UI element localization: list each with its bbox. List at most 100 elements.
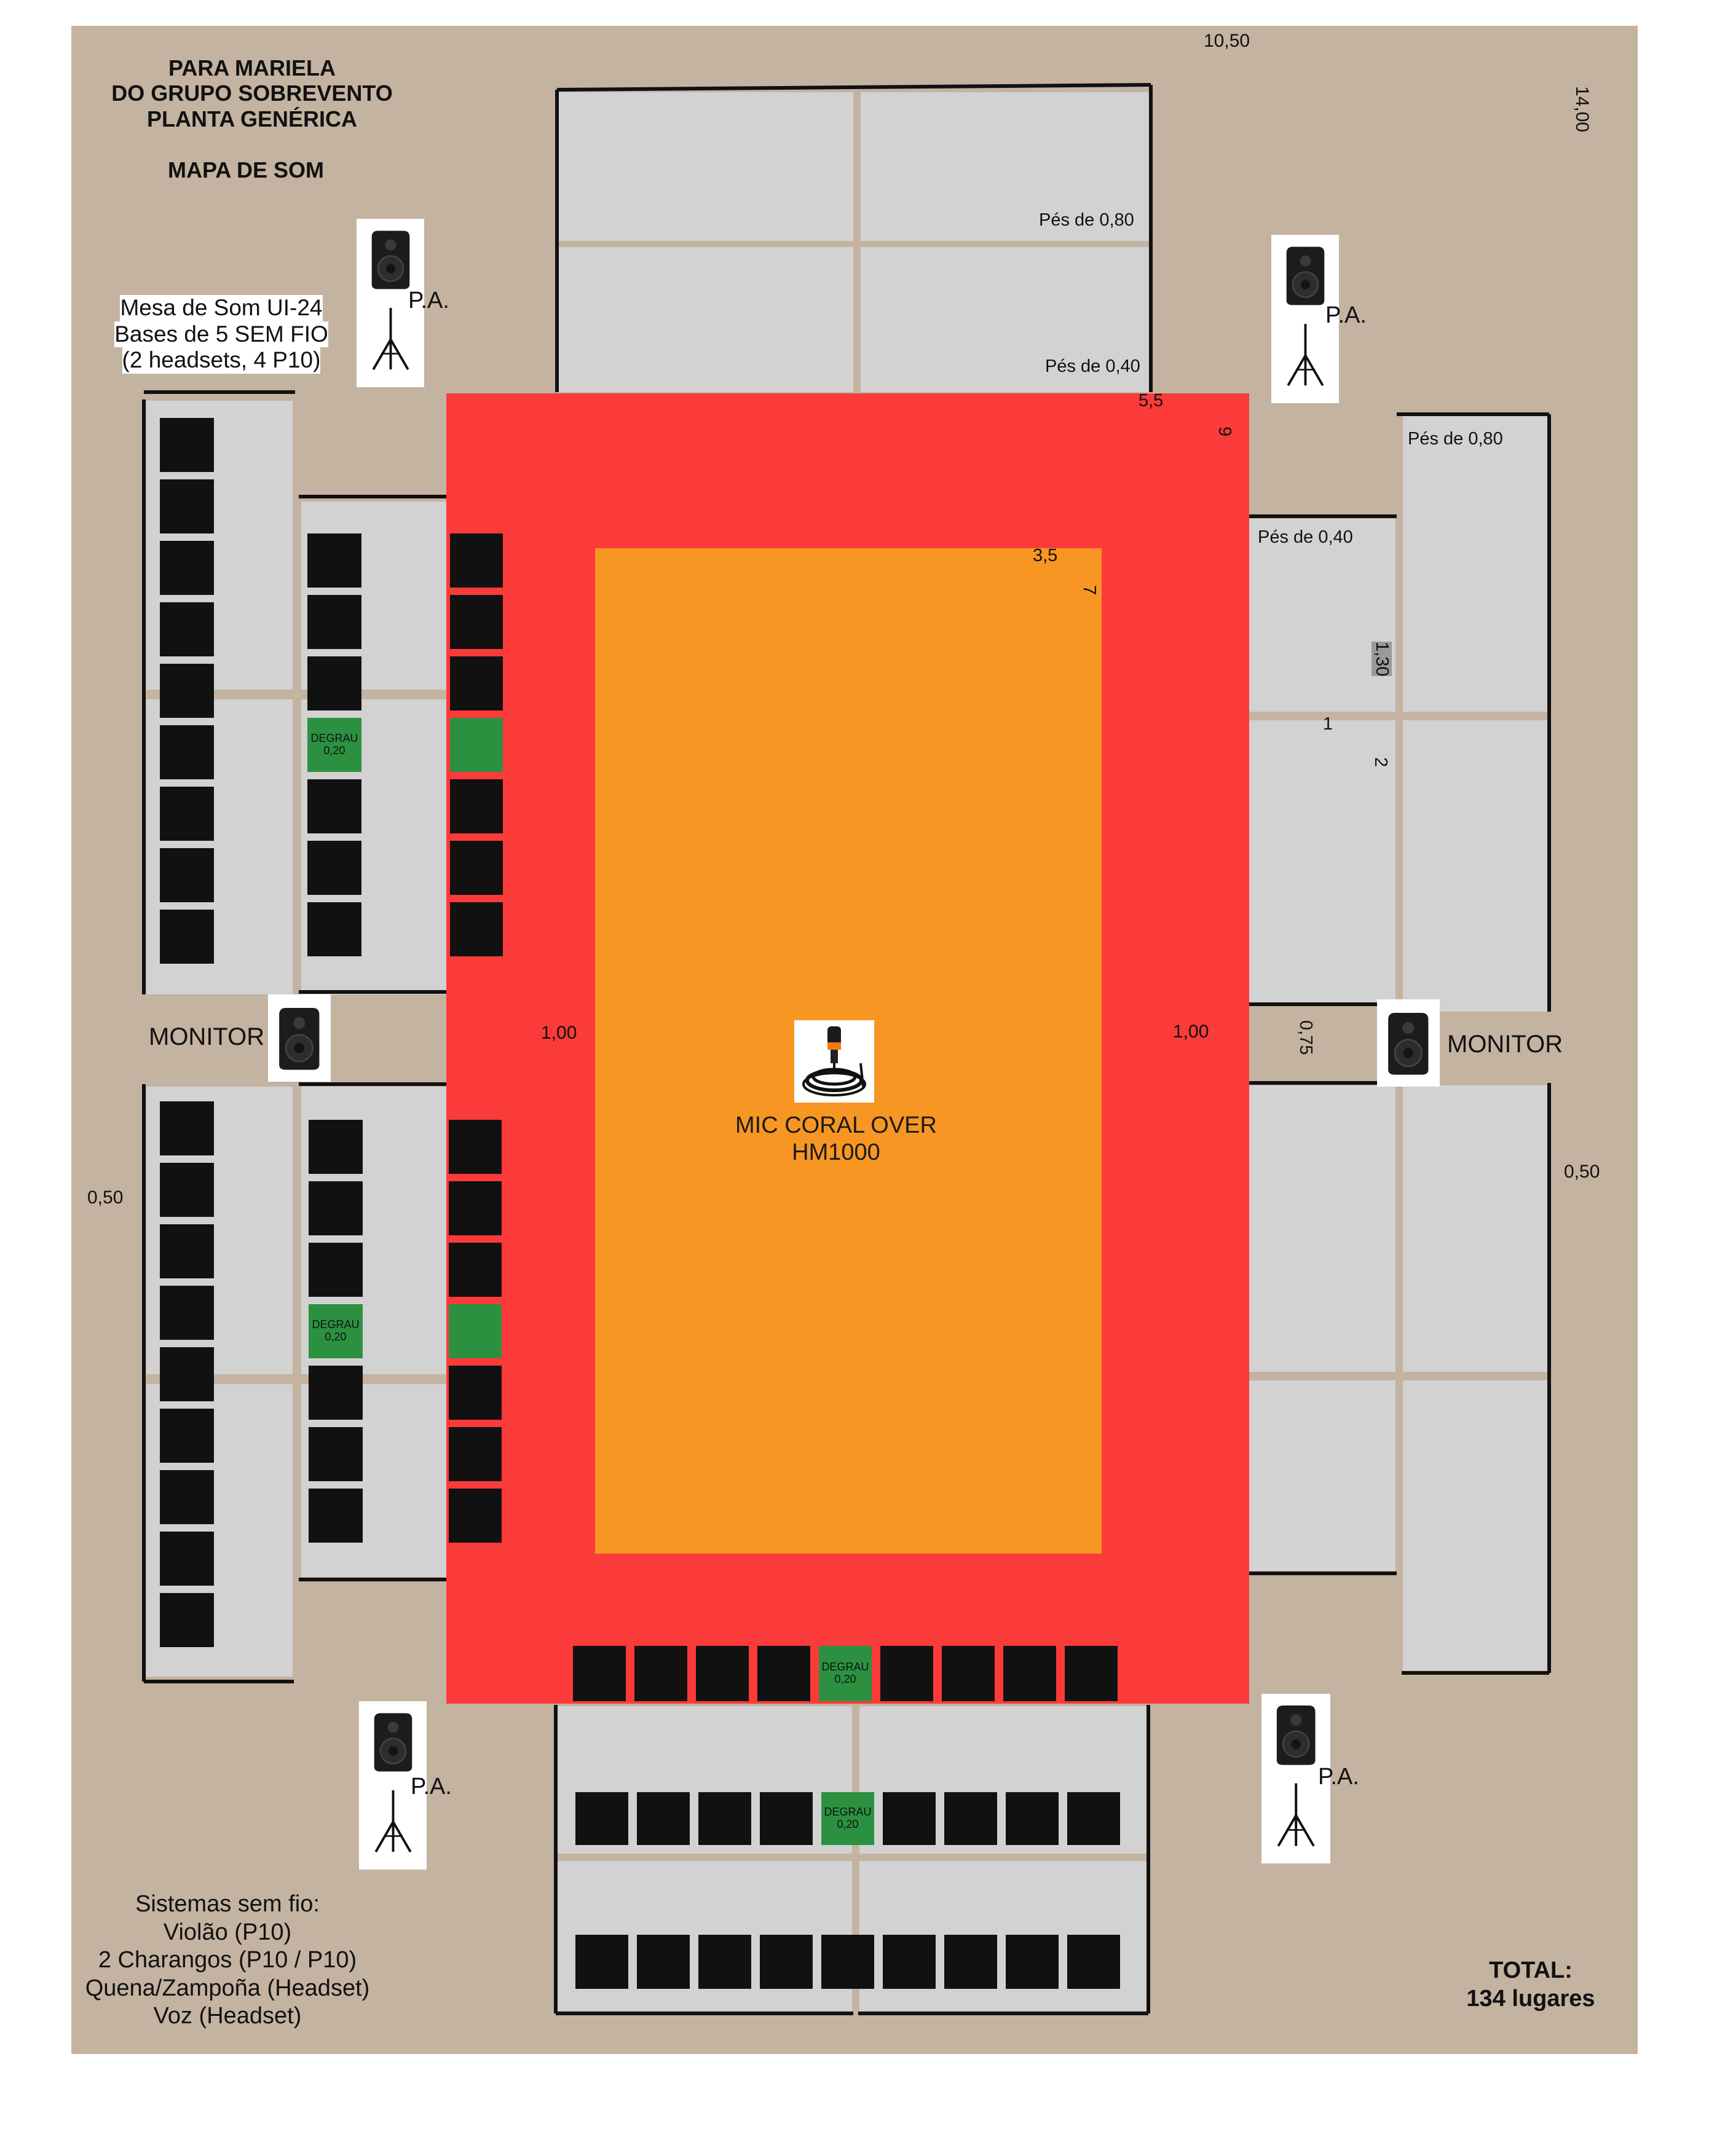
pa-label: P.A. <box>408 288 449 313</box>
seat <box>449 1181 502 1235</box>
step-label-line1: DEGRAU <box>312 1318 360 1331</box>
seat <box>160 664 214 718</box>
platform-right-inner-4 <box>1249 1380 1395 1571</box>
tripod-stand-icon <box>1272 1770 1320 1864</box>
seat <box>573 1646 626 1701</box>
seat <box>160 418 214 472</box>
speaker-cabinet-icon <box>369 1704 417 1782</box>
pa-speaker-icon <box>1261 1694 1330 1863</box>
dim-riser-2: 2 <box>1371 757 1391 768</box>
seat <box>309 1243 363 1297</box>
platform-right-inner-2 <box>1249 720 1395 1003</box>
seat <box>450 779 503 833</box>
seat <box>450 533 503 588</box>
platform-top-left <box>558 92 853 241</box>
wireless-item: Violão (P10) <box>163 1919 292 1945</box>
pa-label: P.A. <box>411 1774 452 1800</box>
mixer-note: Mesa de Som UI-24 Bases de 5 SEM FIO (2 … <box>98 295 344 374</box>
seat <box>760 1792 813 1845</box>
dim-red-width: 5,5 <box>1139 391 1164 411</box>
seat <box>309 1181 363 1235</box>
seat <box>160 1409 214 1463</box>
seat <box>160 1286 214 1340</box>
seat <box>307 779 361 833</box>
edge-line <box>556 83 1151 92</box>
step-label-line1: DEGRAU <box>821 1661 869 1674</box>
seat <box>1067 1935 1120 1989</box>
dim-orange-depth: 7 <box>1079 585 1099 596</box>
speaker-cabinet-icon <box>1282 237 1329 316</box>
seat <box>449 1427 502 1481</box>
monitor-speaker-icon <box>1377 999 1440 1087</box>
seat <box>160 848 214 902</box>
step-label-line2: 0,20 <box>834 1673 856 1685</box>
seat <box>309 1427 363 1481</box>
wireless-item: Quena/Zampoña (Headset) <box>85 1975 370 2001</box>
seat <box>160 1163 214 1217</box>
mixer-line2: Bases de 5 SEM FIO <box>114 321 328 348</box>
seat <box>307 902 361 956</box>
seat <box>309 1366 363 1420</box>
seat <box>698 1935 751 1989</box>
step-label-line2: 0,20 <box>323 744 345 757</box>
seat <box>160 541 214 595</box>
feet-label: Pés de 0,40 <box>1045 356 1140 376</box>
pa-speaker-icon <box>359 1701 427 1870</box>
seat <box>1006 1935 1059 1989</box>
tripod-stand-icon <box>369 1777 417 1870</box>
wireless-item: Voz (Headset) <box>153 2003 302 2029</box>
dim-width-total: 10,50 <box>1204 31 1250 51</box>
seat <box>160 725 214 779</box>
seat <box>160 1593 214 1647</box>
mic-label: MIC CORAL OVER HM1000 <box>713 1112 959 1166</box>
seat <box>450 902 503 956</box>
seat <box>160 479 214 533</box>
stage-step <box>449 1304 502 1358</box>
stage-step <box>450 718 503 772</box>
wireless-heading: Sistemas sem fio: <box>135 1891 320 1917</box>
platform-right-outer-4 <box>1403 1380 1548 1670</box>
seat <box>449 1489 502 1543</box>
step-label-line2: 0,20 <box>837 1818 859 1830</box>
feet-label: Pés de 0,80 <box>1408 429 1503 449</box>
dim-depth-total: 14,00 <box>1572 86 1592 133</box>
seat <box>160 1224 214 1278</box>
seat <box>307 841 361 895</box>
seat <box>160 787 214 841</box>
wireless-item: 2 Charangos (P10 / P10) <box>98 1947 357 1973</box>
platform-top-right-2 <box>861 247 1150 392</box>
seat <box>1067 1792 1120 1845</box>
seat <box>449 1120 502 1174</box>
platform-right-outer-3 <box>1403 1085 1548 1372</box>
seat <box>944 1792 997 1845</box>
platform-top-right <box>861 92 1150 241</box>
seat <box>307 656 361 710</box>
seat <box>309 1120 363 1174</box>
step-label-line1: DEGRAU <box>310 732 358 745</box>
seat <box>160 1470 214 1524</box>
speaker-cabinet-icon <box>367 221 414 300</box>
step-label-line2: 0,20 <box>325 1331 347 1343</box>
mic-label-line2: HM1000 <box>792 1139 880 1165</box>
total-label: TOTAL: <box>1489 1957 1573 1983</box>
seat <box>757 1646 810 1701</box>
feet-label: Pés de 0,80 <box>1039 210 1134 230</box>
seat <box>698 1792 751 1845</box>
seat <box>1003 1646 1056 1701</box>
wireless-systems-note: Sistemas sem fio: Violão (P10) 2 Charang… <box>74 1890 381 2031</box>
seat <box>160 1101 214 1155</box>
dim-riser-1: 1 <box>1323 714 1333 734</box>
seat <box>450 595 503 649</box>
dim-right-gap: 1,00 <box>1173 1021 1209 1042</box>
step-label-line1: DEGRAU <box>824 1806 872 1819</box>
seat <box>160 1532 214 1586</box>
platform-top-left-2 <box>558 247 853 392</box>
seat <box>883 1792 936 1845</box>
seat <box>1065 1646 1118 1701</box>
pa-label: P.A. <box>1318 1764 1359 1790</box>
seat <box>450 656 503 710</box>
